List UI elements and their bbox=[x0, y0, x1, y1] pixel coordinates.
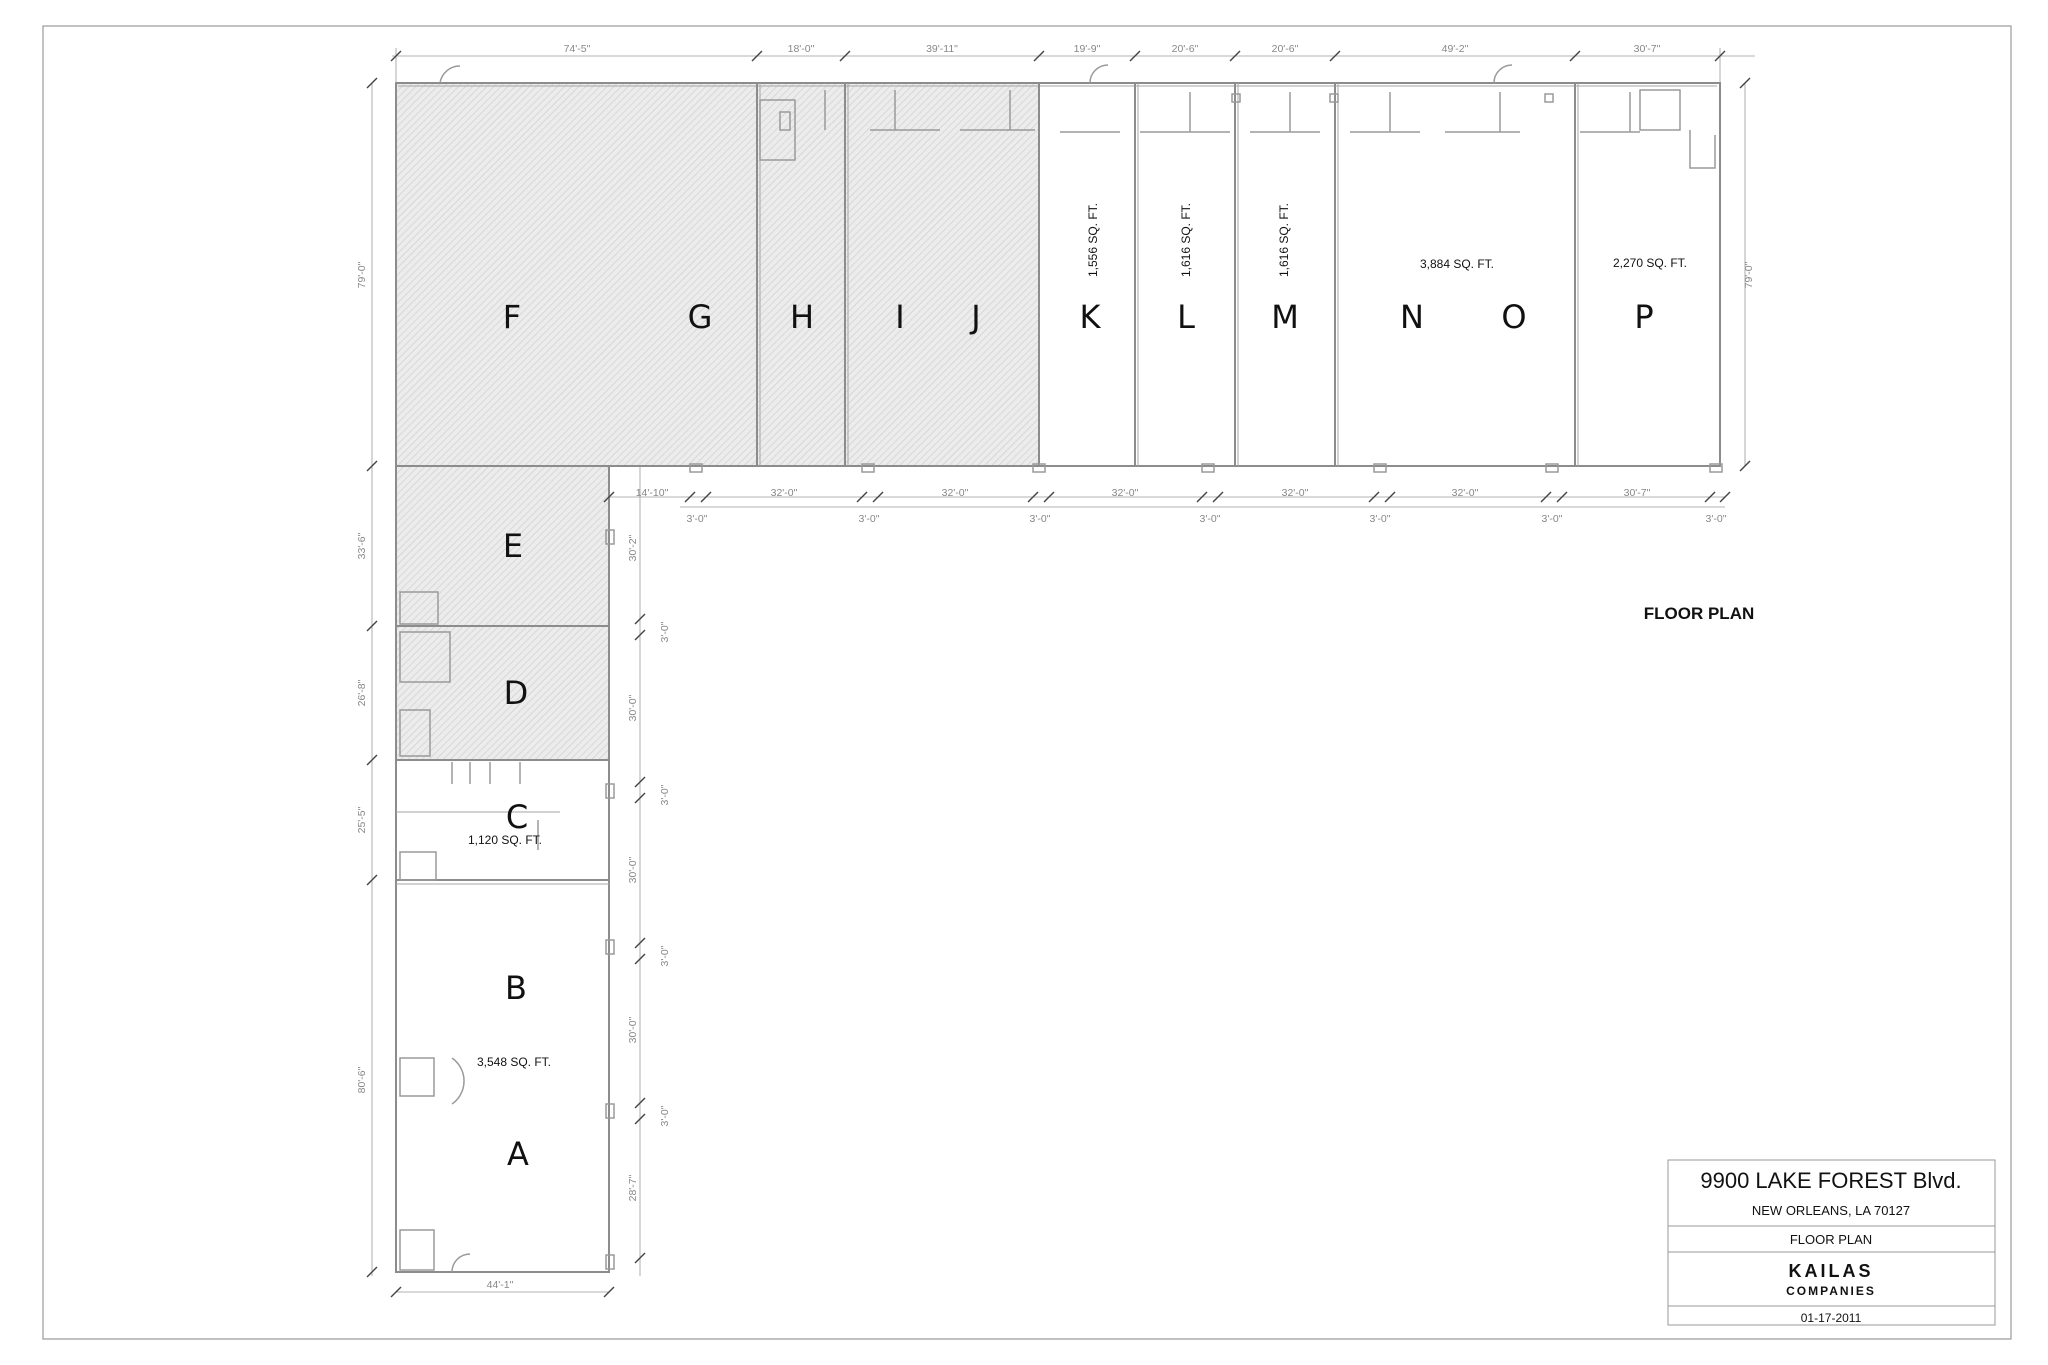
unit-g-label: G bbox=[688, 298, 713, 336]
dim-top-ij: 39'-11" bbox=[926, 43, 958, 55]
title-block: 9900 LAKE FOREST Blvd. NEW ORLEANS, LA 7… bbox=[1667, 1159, 1996, 1326]
area-m: 1,616 SQ. FT. bbox=[1277, 203, 1291, 277]
left-wing-fixtures bbox=[399, 529, 615, 1273]
unit-c-label: C bbox=[506, 798, 528, 836]
dim-bottom-5: 32'-0" bbox=[1282, 487, 1309, 499]
dim-door-5: 3'-0" bbox=[1370, 513, 1391, 525]
dim-wing-6: 3'-0" bbox=[659, 945, 671, 966]
dim-bottom-7: 30'-7" bbox=[1624, 487, 1651, 499]
unit-d-label: D bbox=[504, 674, 529, 712]
area-k: 1,556 SQ. FT. bbox=[1086, 203, 1100, 277]
unit-j-label: J bbox=[969, 298, 980, 336]
vertical-dimension-labels: 79'-0" 79'-0" 33'-6" 26'-8" 25'-5" 80'-6… bbox=[356, 261, 1755, 1291]
dim-door-2: 3'-0" bbox=[859, 513, 880, 525]
dim-top-p: 30'-7" bbox=[1634, 43, 1661, 55]
dim-door-6: 3'-0" bbox=[1542, 513, 1563, 525]
building-outline bbox=[395, 82, 1721, 1273]
dim-bottom-1: 14'-10" bbox=[636, 487, 669, 499]
unit-b-label: B bbox=[505, 969, 527, 1007]
unit-k-label: K bbox=[1080, 298, 1102, 336]
dim-left-c: 25'-5" bbox=[356, 806, 368, 833]
dim-left-e: 33'-6" bbox=[356, 532, 368, 559]
dim-wing-9: 28'-7" bbox=[627, 1174, 639, 1201]
sheet-border bbox=[42, 25, 2012, 1340]
dim-top-h: 18'-0" bbox=[788, 43, 815, 55]
dim-top-no: 49'-2" bbox=[1442, 43, 1469, 55]
dim-door-3: 3'-0" bbox=[1030, 513, 1051, 525]
left-wing-partitions bbox=[396, 625, 609, 885]
unit-l-label: L bbox=[1177, 298, 1195, 336]
area-ab: 3,548 SQ. FT. bbox=[477, 1055, 551, 1069]
unit-n-label: N bbox=[1400, 298, 1424, 336]
top-restroom-fixtures bbox=[439, 64, 1716, 169]
area-p: 2,270 SQ. FT. bbox=[1613, 256, 1687, 270]
dim-bottom-wing: 44'-1" bbox=[487, 1279, 514, 1291]
dim-wing-1: 30'-2" bbox=[627, 534, 639, 561]
unit-letters: A B C D E F G H I J K L M N O P bbox=[503, 298, 1654, 1173]
dim-top-m: 20'-6" bbox=[1272, 43, 1299, 55]
dim-bottom-3: 32'-0" bbox=[942, 487, 969, 499]
unit-a-label: A bbox=[507, 1135, 529, 1173]
dim-left-d: 26'-8" bbox=[356, 679, 368, 706]
title-city: NEW ORLEANS, LA 70127 bbox=[1752, 1203, 1910, 1218]
area-no: 3,884 SQ. FT. bbox=[1420, 257, 1494, 271]
floor-plan-label: FLOOR PLAN bbox=[1644, 604, 1755, 623]
dim-wing-2: 3'-0" bbox=[659, 621, 671, 642]
company-line2: COMPANIES bbox=[1786, 1284, 1876, 1298]
title-sheet: FLOOR PLAN bbox=[1790, 1232, 1872, 1247]
dim-door-4: 3'-0" bbox=[1200, 513, 1221, 525]
unit-e-label: E bbox=[503, 527, 523, 565]
company-line1: KAILAS bbox=[1789, 1261, 1874, 1281]
dim-bottom-4: 32'-0" bbox=[1112, 487, 1139, 499]
dim-top-k: 19'-9" bbox=[1074, 43, 1101, 55]
dim-bottom-6: 32'-0" bbox=[1452, 487, 1479, 499]
unit-p-label: P bbox=[1634, 298, 1653, 336]
unit-h-label: H bbox=[790, 298, 814, 336]
dim-door-1: 3'-0" bbox=[687, 513, 708, 525]
title-date: 01-17-2011 bbox=[1801, 1311, 1862, 1325]
dim-top-fg: 74'-5" bbox=[564, 43, 591, 55]
area-c: 1,120 SQ. FT. bbox=[468, 833, 542, 847]
dimension-ticks bbox=[366, 50, 1751, 1298]
bottom-row-dimension-labels: 14'-10" 32'-0" 32'-0" 32'-0" 32'-0" 32'-… bbox=[636, 487, 1727, 525]
dim-wing-7: 30'-0" bbox=[627, 1016, 639, 1043]
dim-wing-4: 3'-0" bbox=[659, 784, 671, 805]
title-address: 9900 LAKE FOREST Blvd. bbox=[1700, 1168, 1961, 1193]
dim-left-top: 79'-0" bbox=[356, 261, 368, 288]
unit-f-label: F bbox=[503, 298, 521, 336]
dim-wing-5: 30'-0" bbox=[627, 856, 639, 883]
unit-m-label: M bbox=[1271, 298, 1299, 336]
top-dimension-labels: 74'-5" 18'-0" 39'-11" 19'-9" 20'-6" 20'-… bbox=[564, 43, 1661, 55]
top-wing-partitions bbox=[756, 83, 1579, 466]
shaded-units-f-j bbox=[396, 83, 1039, 466]
unit-o-label: O bbox=[1501, 298, 1526, 336]
unit-i-label: I bbox=[895, 298, 904, 336]
dimension-lines bbox=[371, 48, 1755, 1293]
dim-wing-8: 3'-0" bbox=[659, 1105, 671, 1126]
dim-bottom-2: 32'-0" bbox=[771, 487, 798, 499]
top-wing-doors bbox=[689, 463, 1723, 473]
area-l: 1,616 SQ. FT. bbox=[1179, 203, 1193, 277]
dim-left-ab: 80'-6" bbox=[356, 1066, 368, 1093]
dim-top-l: 20'-6" bbox=[1172, 43, 1199, 55]
dim-wing-3: 30'-0" bbox=[627, 694, 639, 721]
dim-right: 79'-0" bbox=[1743, 261, 1755, 288]
dim-door-7: 3'-0" bbox=[1706, 513, 1727, 525]
shaded-units-d-e bbox=[396, 466, 609, 760]
area-labels: 1,556 SQ. FT. 1,616 SQ. FT. 1,616 SQ. FT… bbox=[468, 203, 1687, 1069]
